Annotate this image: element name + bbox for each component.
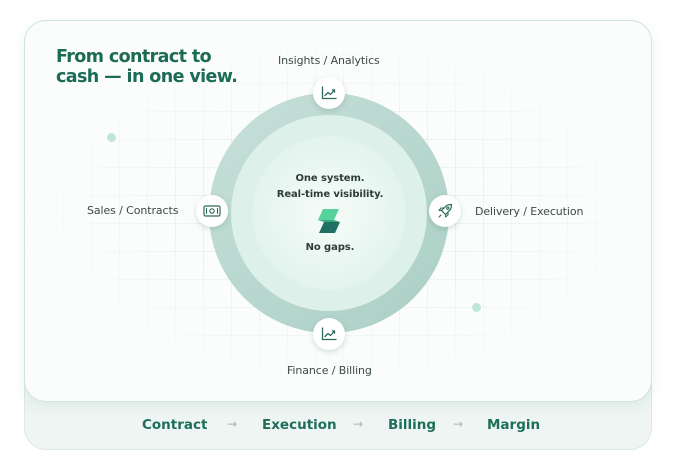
node-label-delivery: Delivery / Execution [475, 205, 584, 218]
flow-step-contract: Contract [142, 417, 208, 433]
node-sales-contracts[interactable] [196, 195, 228, 227]
node-label-insights: Insights / Analytics [278, 54, 380, 67]
center-line-1: One system. [295, 173, 365, 184]
decorative-dot [472, 303, 481, 312]
flow-step-execution: Execution [262, 417, 337, 433]
flow-arrow: → [453, 417, 464, 431]
decorative-dot [107, 133, 116, 142]
flow-step-margin: Margin [487, 417, 541, 433]
node-label-finance: Finance / Billing [287, 364, 372, 377]
chart-line-icon [321, 86, 337, 100]
center-line-2: Real-time visibility. [276, 189, 384, 200]
node-label-sales: Sales / Contracts [87, 204, 179, 217]
node-finance-billing[interactable] [313, 318, 345, 350]
node-insights-analytics[interactable] [313, 77, 345, 109]
rocket-icon [438, 203, 453, 218]
flow-arrow: → [353, 417, 364, 431]
flow-step-billing: Billing [388, 417, 437, 433]
node-delivery-execution[interactable] [429, 195, 461, 227]
logo-icon [314, 206, 344, 236]
headline: From contract to cash — in one view. [56, 47, 238, 87]
money-bill-icon [203, 205, 221, 217]
chart-line-icon [321, 327, 337, 341]
center-line-3: No gaps. [305, 242, 355, 253]
flow-arrow: → [227, 417, 238, 431]
